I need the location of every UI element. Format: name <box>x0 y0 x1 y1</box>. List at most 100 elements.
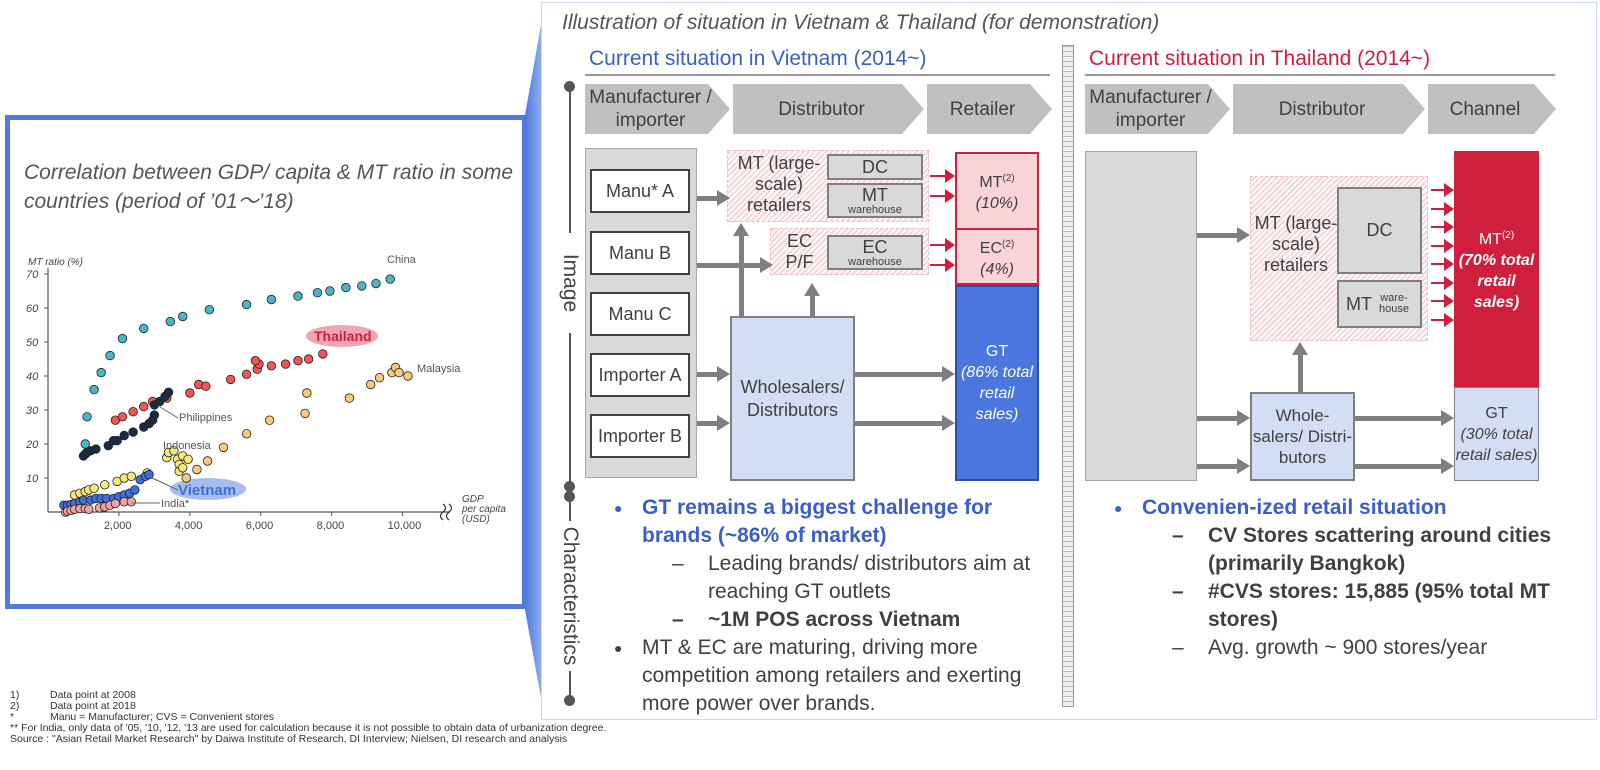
vn-supplier-manu-c: Manu C <box>590 292 690 336</box>
red-flow-arrow <box>930 238 955 252</box>
data-point-malaysia <box>241 429 252 439</box>
data-point-philippines <box>128 427 138 437</box>
footnote-3: *Manu = Manufacturer; CVS = Convenient s… <box>10 711 275 723</box>
red-flow-arrow <box>930 258 955 272</box>
footnotes: 1)Data point at 2008 2)Data point at 201… <box>10 690 606 745</box>
data-point-china <box>241 299 252 310</box>
thailand-heading: Current situation in Thailand (2014~) <box>1089 47 1431 70</box>
vn-characteristics: GT remains a biggest challenge for brand… <box>614 494 1054 718</box>
data-point-india <box>84 504 94 514</box>
side-axis: Image Characteristics <box>558 81 582 706</box>
data-point-china <box>371 278 381 289</box>
flow-arrow <box>697 257 773 273</box>
data-point-thailand <box>318 349 328 359</box>
footnote-1: 1)Data point at 2008 <box>10 689 136 701</box>
flow-arrow-up <box>1292 342 1308 392</box>
flow-arrow <box>855 415 955 431</box>
data-point-malaysia <box>202 456 213 466</box>
th-supplier-column <box>1085 151 1197 481</box>
thailand-heading-underline <box>1085 74 1555 76</box>
vn-bullet-1: GT remains a biggest challenge for brand… <box>614 494 1054 550</box>
data-point-indonesia <box>100 480 110 490</box>
data-point-india <box>126 497 137 507</box>
data-point-thailand <box>241 369 252 380</box>
data-point-thailand <box>280 359 291 369</box>
main-title: Illustration of situation in Vietnam & T… <box>562 11 1160 34</box>
th-bullet-1: Convenien-ized retail situation <box>1114 494 1594 522</box>
x-tick-label: 6,000 <box>246 520 274 532</box>
data-point-china <box>105 350 115 361</box>
main-panel: Illustration of situation in Vietnam & T… <box>541 2 1597 720</box>
data-point-thailand <box>225 374 236 385</box>
series-label-malaysia: Malaysia <box>417 363 461 375</box>
data-point-thailand <box>185 388 195 398</box>
red-flow-arrow <box>1431 201 1454 216</box>
flow-arrow <box>1355 410 1454 426</box>
vn-sub-bullet-1: Leading brands/ distributors aim at reac… <box>614 550 1054 606</box>
flow-arrow <box>697 190 730 206</box>
data-point-malaysia <box>181 473 191 483</box>
data-point-malaysia <box>300 408 310 419</box>
data-point-indonesia <box>126 471 137 482</box>
data-point-china <box>165 316 176 327</box>
y-tick-label: 10 <box>26 473 39 485</box>
data-point-malaysia <box>302 388 312 398</box>
data-point-china <box>325 286 335 296</box>
flow-arrow <box>1197 410 1250 426</box>
data-point-malaysia <box>264 415 275 425</box>
vn-channel-gt: GT (86% total retail sales) <box>955 285 1039 481</box>
flow-arrow <box>1197 458 1250 474</box>
red-flow-arrow <box>1431 183 1454 197</box>
th-chevron-channel: Channel <box>1428 84 1556 134</box>
data-point-china <box>178 311 188 322</box>
th-sub-bullet-2: #CVS stores: 15,885 (95% total MT stores… <box>1114 578 1594 634</box>
th-sub-bullet-1: CV Stores scattering around cities (prim… <box>1114 522 1594 578</box>
th-channel-gt: GT (30% total retail sales) <box>1454 387 1539 481</box>
vietnam-highlight <box>170 478 246 500</box>
x-axis-label: (USD) <box>462 514 490 525</box>
data-point-thailand <box>303 354 314 364</box>
data-point-china <box>117 333 128 344</box>
data-point-china <box>139 323 149 334</box>
vn-supplier-manu-a: Manu* A <box>590 169 690 213</box>
vn-supplier-importer-b: Importer B <box>590 414 690 458</box>
y-axis-label: MT ratio (%) <box>28 257 83 268</box>
data-point-thailand <box>139 401 149 412</box>
data-point-malaysia <box>374 372 385 383</box>
series-label-india: India* <box>161 498 190 510</box>
vn-chevron-manufacturer: Manufacturer / importer <box>585 84 730 134</box>
flow-arrow-up <box>804 283 820 316</box>
vn-supplier-manu-b: Manu B <box>590 231 690 275</box>
vietnam-heading-underline <box>585 74 1050 76</box>
axis-dot <box>564 695 575 706</box>
series-label-philippines: Philippines <box>179 412 233 424</box>
data-point-thailand <box>250 355 261 366</box>
data-point-china <box>293 291 303 301</box>
section-separator <box>1062 45 1074 707</box>
series-label-vietnam: Vietnam <box>178 482 236 499</box>
vn-bullet-2: MT & EC are maturing, driving more compe… <box>614 634 1054 718</box>
philippines-leader <box>159 406 179 419</box>
data-point-philippines <box>119 430 129 441</box>
vn-wholesalers-box: Wholesalers/ Distributors <box>730 316 855 481</box>
flow-arrow-up <box>733 223 749 316</box>
data-point-malaysia <box>365 379 376 390</box>
red-flow-arrow <box>1431 238 1454 253</box>
vn-ec-pf-label: EC P/F <box>785 231 814 272</box>
red-flow-arrow <box>1431 312 1454 327</box>
th-channel-mt: MT(2) (70% total retail sales) <box>1454 151 1539 387</box>
data-point-china <box>266 294 277 305</box>
source-note: Source : "Asian Retail Market Research" … <box>10 733 568 745</box>
vn-channel-ec: EC(2) (4%) <box>955 228 1039 285</box>
image-axis-label: Image <box>558 233 582 333</box>
vn-sub-bullet-2: ~1M POS across Vietnam <box>614 606 1054 634</box>
vn-mt-retailers-label: MT (large-scale) retailers <box>737 153 821 215</box>
th-chevron-manufacturer: Manufacturer / importer <box>1085 84 1230 134</box>
red-flow-arrow <box>1431 257 1454 271</box>
data-point-china <box>204 305 215 315</box>
x-axis-label: GDP <box>462 494 484 505</box>
vn-dc-box: DC <box>827 154 923 180</box>
data-point-malaysia <box>218 442 229 453</box>
red-flow-arrow <box>930 169 955 183</box>
data-point-china <box>96 367 106 378</box>
